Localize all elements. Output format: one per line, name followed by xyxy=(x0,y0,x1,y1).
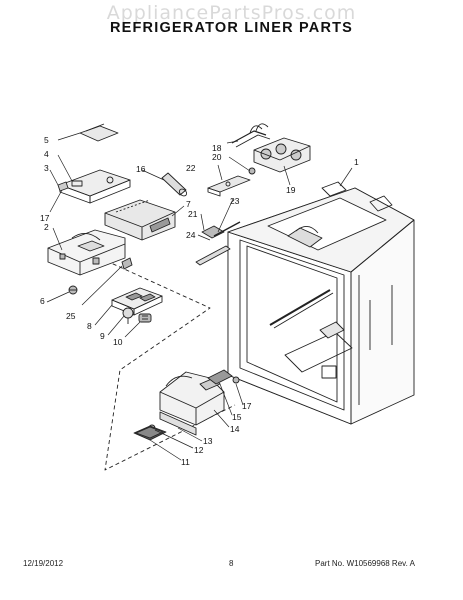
callout-8: 8 xyxy=(87,321,92,331)
part-4-housing xyxy=(59,169,131,204)
callout-5: 5 xyxy=(44,135,49,145)
callout-13: 13 xyxy=(203,436,213,446)
part-10-connector xyxy=(138,313,152,323)
footer-page-number: 8 xyxy=(229,559,234,568)
footer-part-number: Part No. W10569968 Rev. A xyxy=(315,559,415,568)
callout-15: 15 xyxy=(232,412,242,422)
callout-20: 20 xyxy=(212,152,222,162)
callout-25: 25 xyxy=(66,311,76,321)
callout-16: 16 xyxy=(136,164,146,174)
callout-7: 7 xyxy=(186,199,191,209)
part-20-screw xyxy=(248,167,256,175)
part-3-clip xyxy=(57,181,69,192)
callout-21: 21 xyxy=(188,209,198,219)
part-17-clip-lower xyxy=(232,376,240,384)
callout-6: 6 xyxy=(40,296,45,306)
part-24-bar xyxy=(195,245,231,266)
callout-11: 11 xyxy=(181,457,190,467)
part-2-cover xyxy=(47,229,126,276)
callout-18: 18 xyxy=(212,143,222,153)
part-22-bracket xyxy=(207,175,251,197)
part-6-screw xyxy=(68,285,78,295)
part-23-rod xyxy=(213,221,241,237)
callout-10: 10 xyxy=(113,337,123,347)
callout-17-upper: 17 xyxy=(40,213,50,223)
part-25-clip xyxy=(121,257,133,270)
page-title: REFRIGERATOR LINER PARTS xyxy=(109,20,354,36)
part-7-filter-housing xyxy=(104,199,176,241)
part-11-badge xyxy=(133,425,167,441)
part-8-tray xyxy=(111,287,163,316)
callout-23: 23 xyxy=(230,196,240,206)
callout-1: 1 xyxy=(354,157,359,167)
part-18-heater-assembly xyxy=(231,123,271,148)
callout-24: 24 xyxy=(186,230,196,240)
callout-22: 22 xyxy=(186,163,196,173)
watermark: AppliancePartsPros.com xyxy=(106,2,357,24)
footer-date: 12/19/2012 xyxy=(23,559,64,568)
callout-9: 9 xyxy=(100,331,105,341)
callout-3: 3 xyxy=(44,163,49,173)
callout-4: 4 xyxy=(44,149,49,159)
part-13-trim xyxy=(159,411,197,436)
callout-17-lower: 17 xyxy=(242,401,252,411)
part-21-module xyxy=(201,225,225,239)
callout-2: 2 xyxy=(44,222,49,232)
part-9-knob xyxy=(122,307,134,324)
refrigerator-liner-drawing xyxy=(227,181,415,425)
callout-12: 12 xyxy=(194,445,204,455)
callout-19: 19 xyxy=(286,185,296,195)
leader-lines xyxy=(46,132,353,461)
part-19-control-assembly xyxy=(253,137,311,173)
callout-14: 14 xyxy=(230,424,240,434)
part-5-bracket xyxy=(79,123,119,142)
part-16-cylinder xyxy=(161,172,188,197)
part-15-sensor xyxy=(207,369,233,385)
